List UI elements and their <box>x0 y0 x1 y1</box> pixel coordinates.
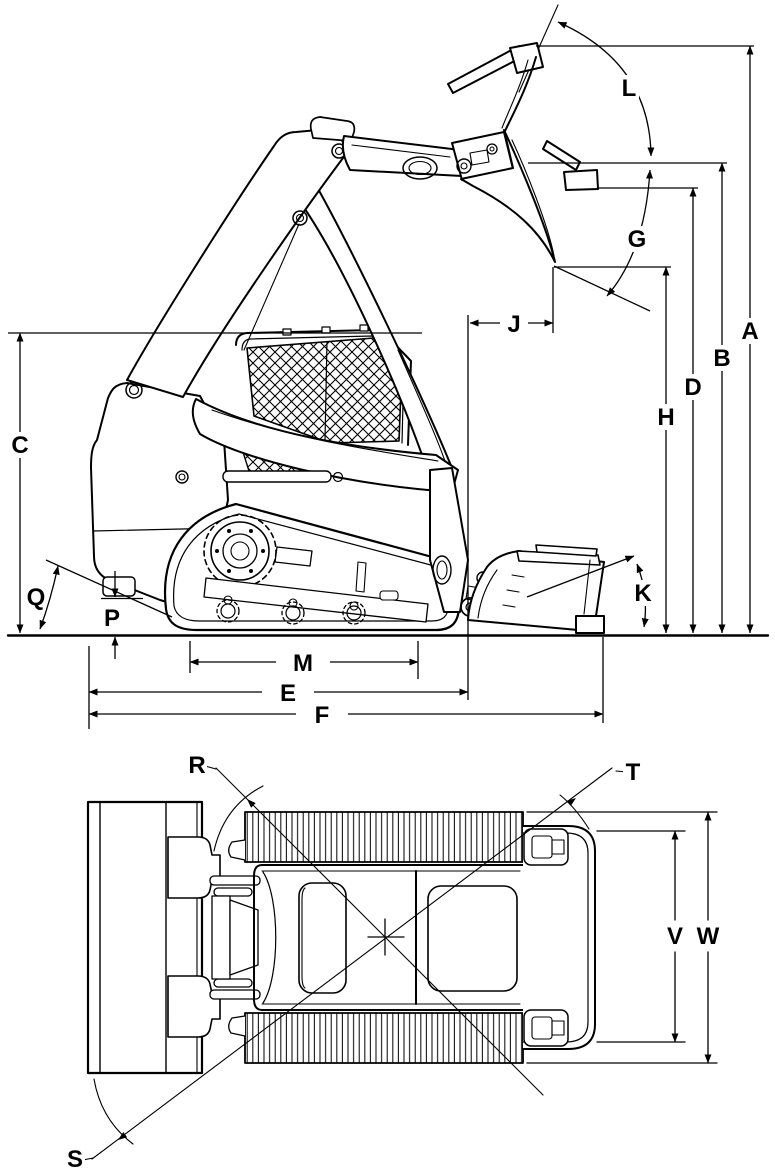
dim-label-s-bg <box>65 1146 85 1172</box>
dim-label-r: R <box>188 752 205 779</box>
dim-label-a-bg <box>740 318 760 344</box>
loader-forearm-link <box>341 135 463 180</box>
dim-label-c: C <box>11 432 28 459</box>
dim-label-j-bg <box>504 311 524 337</box>
dim-label-q: Q <box>27 584 46 611</box>
dim-label-f-bg <box>312 702 332 728</box>
top-coupler <box>167 836 261 1038</box>
dim-label-v-bg <box>664 923 686 949</box>
dim-label-t-bg <box>623 759 643 785</box>
dim-label-q-bg <box>26 584 46 610</box>
track-rollers <box>216 595 366 625</box>
top-rear-body <box>522 825 596 1050</box>
side-view-dimensions <box>8 21 754 729</box>
dim-label-h-bg <box>656 404 676 430</box>
side-view <box>6 4 770 637</box>
dim-label-g-bg <box>627 226 647 252</box>
dim-label-g: G <box>628 226 647 253</box>
truck-sideboard-reference <box>542 140 599 191</box>
dim-label-m: M <box>293 650 313 677</box>
dim-label-d: D <box>684 374 701 401</box>
dim-label-k: K <box>634 580 652 607</box>
dim-label-j: J <box>507 311 520 338</box>
top-tracks <box>228 811 524 1064</box>
top-view <box>82 765 718 1161</box>
raised-dumped-bucket <box>447 4 559 263</box>
dim-label-w-bg <box>695 923 721 949</box>
dim-W <box>526 811 718 1064</box>
dim-label-h: H <box>657 404 674 431</box>
dim-label-p-bg <box>102 605 122 631</box>
ground-bucket <box>467 544 605 634</box>
dim-label-l-bg <box>619 75 639 101</box>
dim-label-s: S <box>67 1146 83 1173</box>
dim-label-p: P <box>104 605 120 632</box>
dim-label-m-bg <box>293 650 313 676</box>
top-chassis <box>253 864 524 1011</box>
dim-Q-arc <box>39 565 60 630</box>
dim-V <box>596 830 686 1043</box>
dim-label-w: W <box>697 923 720 950</box>
loader-main-arm <box>126 116 356 398</box>
dimension-letters: A B C D E F G H J K L M P Q R S T V W <box>10 75 760 1173</box>
dim-label-t: T <box>626 759 641 786</box>
dim-label-a: A <box>741 318 758 345</box>
dim-label-f: F <box>315 702 330 729</box>
dim-label-e-bg <box>278 680 298 706</box>
dim-label-k-bg <box>633 580 653 606</box>
dim-label-b-bg <box>712 345 732 371</box>
dim-label-v: V <box>667 923 683 950</box>
dim-label-d-bg <box>683 374 703 400</box>
dim-label-r-bg <box>187 752 207 778</box>
dim-label-c-bg <box>10 432 30 458</box>
track-undercarriage <box>163 502 463 632</box>
dim-label-e: E <box>280 680 296 707</box>
dim-label-l: L <box>622 75 637 102</box>
loader-lower-arm <box>191 398 459 493</box>
dim-label-b: B <box>713 345 730 372</box>
